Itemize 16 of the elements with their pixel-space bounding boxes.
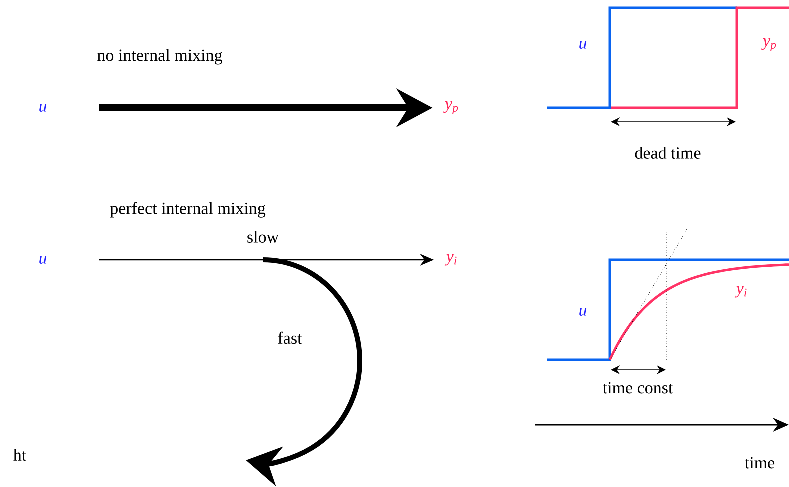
dimension-label: time const — [603, 382, 674, 394]
variable-label: y$_{i}$ — [444, 254, 457, 266]
dimension-label: dead time — [635, 147, 701, 159]
variable-label: y$_{i}$ — [734, 286, 747, 298]
variable-label: u — [40, 104, 47, 112]
heading: perfect internal mixing — [110, 202, 266, 218]
text-label: ht — [14, 449, 27, 461]
variable-label: u — [40, 256, 47, 264]
variable-label: y$_{p}$ — [444, 102, 458, 114]
variable-label: u — [580, 308, 587, 316]
heading: no internal mixing — [98, 49, 222, 65]
variable-label: y$_{p}$ — [762, 38, 776, 52]
axis-label: time — [745, 457, 775, 469]
arrow-label: fast — [278, 332, 302, 344]
edge-label: slow — [248, 231, 279, 243]
variable-label: u — [580, 40, 587, 49]
